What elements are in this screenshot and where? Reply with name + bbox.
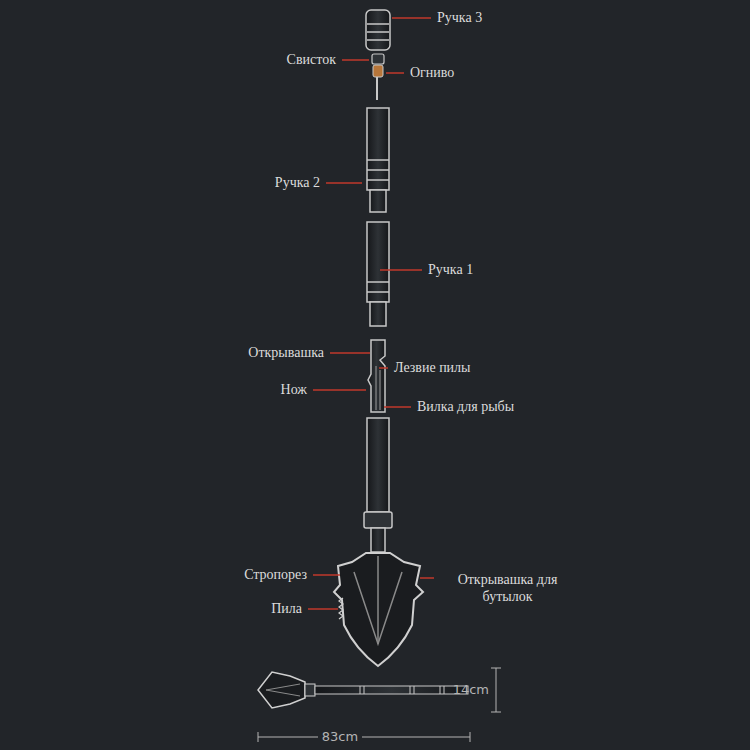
leader-line bbox=[392, 17, 431, 19]
blade-spine bbox=[377, 556, 379, 644]
part-label: Лезвие пилы bbox=[394, 359, 471, 377]
tool-blades bbox=[376, 366, 380, 410]
leader-line bbox=[326, 182, 362, 184]
leader-lines bbox=[308, 18, 434, 609]
leader-line bbox=[330, 352, 370, 354]
part-label: Свисток bbox=[287, 51, 336, 69]
assembled-shaft bbox=[315, 686, 468, 694]
saw-teeth bbox=[339, 598, 343, 619]
handle-ring bbox=[367, 179, 389, 181]
part-label: Пила bbox=[271, 600, 302, 618]
part-label: Открывашка bbox=[248, 344, 324, 362]
leader-line bbox=[379, 367, 388, 369]
dimension-line bbox=[258, 737, 470, 738]
assembled-blade-ridge bbox=[266, 684, 300, 696]
leader-line bbox=[313, 574, 340, 576]
fire-starter bbox=[373, 65, 383, 77]
assembled-blade bbox=[258, 672, 305, 708]
handle-thread bbox=[370, 190, 386, 212]
part-label: Ручка 3 bbox=[437, 9, 482, 27]
part-label: Ручка 2 bbox=[275, 174, 320, 192]
part-label: Нож bbox=[281, 381, 307, 399]
handle-tube bbox=[367, 108, 389, 190]
leader-line bbox=[420, 577, 434, 579]
leader-line bbox=[308, 608, 338, 610]
handle-ring bbox=[367, 281, 389, 283]
assembled-collar bbox=[305, 684, 315, 696]
handle-ring bbox=[367, 39, 389, 41]
handle-ring bbox=[367, 291, 389, 293]
handle-cap bbox=[366, 10, 390, 50]
handle-tube bbox=[367, 222, 389, 302]
part-label: Открывашка для бутылок bbox=[440, 571, 575, 606]
handle-ring bbox=[367, 31, 389, 33]
whistle bbox=[372, 54, 384, 64]
dimension-tick bbox=[491, 712, 501, 713]
assembled-rings bbox=[360, 686, 444, 694]
part-label: Стропорез bbox=[244, 566, 307, 584]
part-label: Огниво bbox=[410, 64, 454, 82]
shaft-neck bbox=[371, 528, 385, 552]
handle-ring bbox=[367, 169, 389, 171]
shovel-blade bbox=[334, 553, 423, 666]
handle-ring bbox=[367, 159, 389, 161]
dimension-tick bbox=[491, 668, 501, 669]
dimension-tick bbox=[470, 732, 471, 742]
handle-ring bbox=[367, 23, 389, 25]
shaft-tube bbox=[367, 418, 389, 512]
fire-rod bbox=[376, 77, 378, 100]
leader-line bbox=[386, 72, 404, 74]
dimension-label: 83cm bbox=[318, 729, 362, 745]
part-label: Ручка 1 bbox=[428, 261, 473, 279]
part-label: Вилка для рыбы bbox=[417, 398, 514, 416]
leader-line bbox=[380, 269, 422, 271]
handle-thread bbox=[370, 302, 386, 326]
multitool bbox=[368, 340, 385, 412]
dimension-lines bbox=[258, 668, 501, 742]
shaft-collar bbox=[364, 512, 392, 528]
dimension-label: 14cm bbox=[453, 682, 489, 698]
dimension-tick bbox=[258, 732, 259, 742]
dimension-line bbox=[496, 668, 497, 712]
leader-line bbox=[342, 59, 369, 61]
leader-line bbox=[313, 389, 366, 391]
leader-line bbox=[384, 406, 411, 408]
